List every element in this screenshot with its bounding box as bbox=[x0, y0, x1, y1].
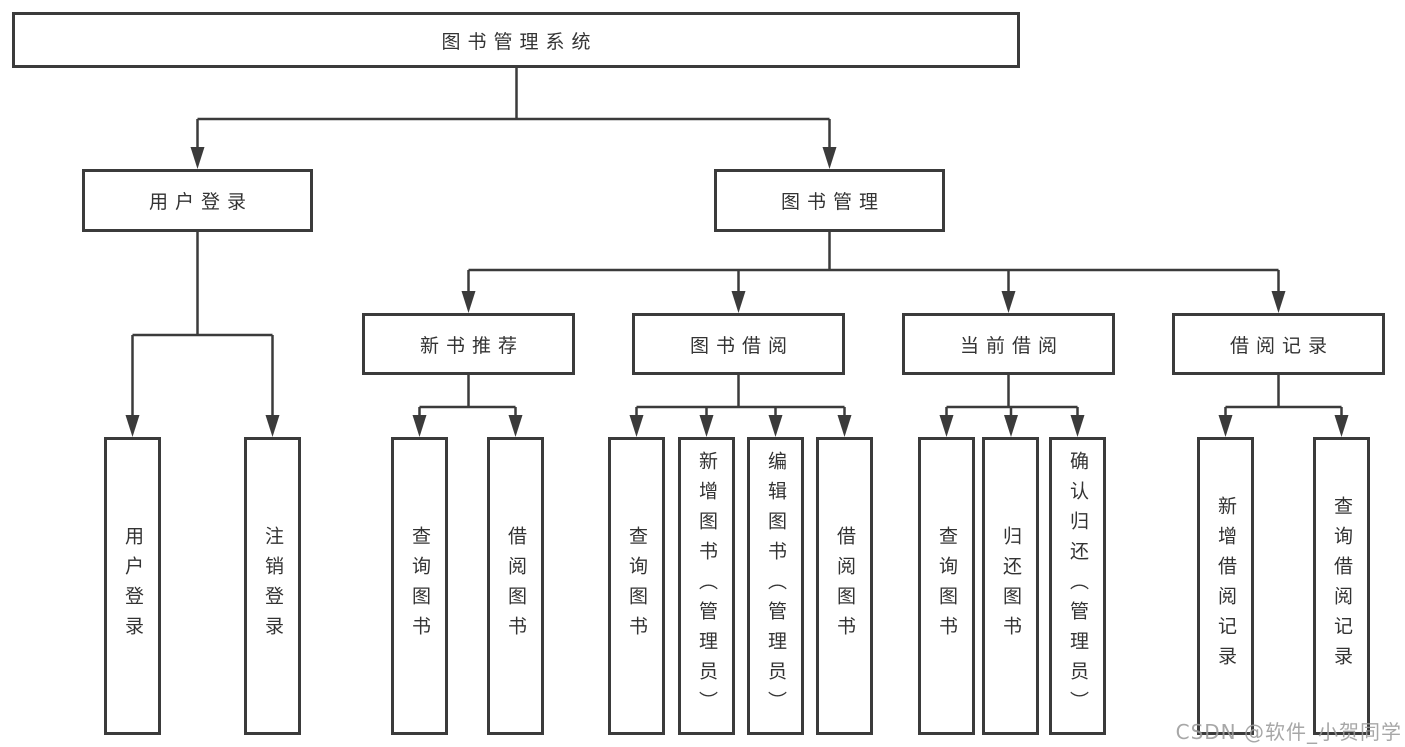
root-label: 图书管理系统 bbox=[441, 30, 598, 53]
section-current-borrow-box: 当前借阅 bbox=[902, 313, 1115, 375]
leaf-query-books-box-1: 查询图书 bbox=[391, 437, 448, 735]
leaf-query-books-label-1: 查询图书 bbox=[408, 526, 431, 646]
section-new-book-recommend-box: 新书推荐 bbox=[362, 313, 575, 375]
branch-user-login-label: 用户登录 bbox=[148, 191, 253, 213]
leaf-return-books-label: 归还图书 bbox=[999, 526, 1022, 646]
leaf-edit-books-admin-box: 编辑图书（管理员） bbox=[747, 437, 804, 735]
root-box-library-management-system: 图书管理系统 bbox=[12, 12, 1020, 68]
leaf-query-borrow-record-box: 查询借阅记录 bbox=[1313, 437, 1370, 735]
leaf-query-books-label-3: 查询图书 bbox=[935, 526, 958, 646]
branch-book-management-label: 图书管理 bbox=[780, 191, 885, 213]
leaf-confirm-return-admin-box: 确认归还（管理员） bbox=[1049, 437, 1106, 735]
leaf-query-books-label-2: 查询图书 bbox=[625, 526, 648, 646]
leaf-logout-label: 注销登录 bbox=[261, 526, 284, 646]
leaf-return-books-box: 归还图书 bbox=[982, 437, 1039, 735]
leaf-logout-box: 注销登录 bbox=[244, 437, 301, 735]
leaf-query-borrow-record-label: 查询借阅记录 bbox=[1330, 496, 1353, 676]
section-new-book-recommend-label: 新书推荐 bbox=[419, 334, 524, 357]
leaf-confirm-return-admin-label: 确认归还（管理员） bbox=[1066, 451, 1089, 721]
section-book-borrow-label: 图书借阅 bbox=[689, 334, 794, 357]
leaf-query-books-box-2: 查询图书 bbox=[608, 437, 665, 735]
leaf-borrow-books-label-1: 借阅图书 bbox=[504, 526, 527, 646]
branch-book-management-box: 图书管理 bbox=[714, 169, 945, 232]
section-borrow-records-label: 借阅记录 bbox=[1229, 334, 1334, 357]
leaf-user-login-box: 用户登录 bbox=[104, 437, 161, 735]
section-book-borrow-box: 图书借阅 bbox=[632, 313, 845, 375]
leaf-add-borrow-record-box: 新增借阅记录 bbox=[1197, 437, 1254, 735]
leaf-borrow-books-box-1: 借阅图书 bbox=[487, 437, 544, 735]
section-borrow-records-box: 借阅记录 bbox=[1172, 313, 1385, 375]
branch-user-login-box: 用户登录 bbox=[82, 169, 313, 232]
leaf-query-books-box-3: 查询图书 bbox=[918, 437, 975, 735]
leaf-borrow-books-label-2: 借阅图书 bbox=[833, 526, 856, 646]
leaf-user-login-label: 用户登录 bbox=[121, 526, 144, 646]
leaf-add-borrow-record-label: 新增借阅记录 bbox=[1214, 496, 1237, 676]
section-current-borrow-label: 当前借阅 bbox=[959, 334, 1064, 357]
leaf-add-books-admin-box: 新增图书（管理员） bbox=[678, 437, 735, 735]
csdn-watermark: CSDN @软件_小贺同学 bbox=[1175, 720, 1402, 744]
leaf-borrow-books-box-2: 借阅图书 bbox=[816, 437, 873, 735]
leaf-add-books-admin-label: 新增图书（管理员） bbox=[695, 451, 718, 721]
leaf-edit-books-admin-label: 编辑图书（管理员） bbox=[764, 451, 787, 721]
